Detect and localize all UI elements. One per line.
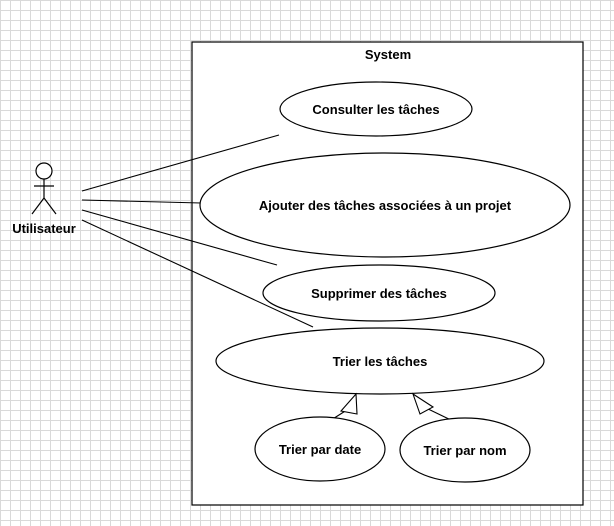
generalization-nom-arrowhead	[411, 392, 435, 415]
use-case-supprimer[interactable]: Supprimer des tâches	[262, 264, 496, 322]
use-case-trier-ellipse[interactable]	[215, 327, 545, 395]
use-case-ajouter-ellipse[interactable]	[199, 152, 571, 258]
actor-right-leg	[43, 197, 57, 215]
use-case-consulter-ellipse[interactable]	[279, 81, 473, 137]
association-supprimer[interactable]	[81, 209, 278, 266]
use-case-trier-nom[interactable]: Trier par nom	[399, 417, 531, 483]
use-case-consulter[interactable]: Consulter les tâches	[279, 81, 473, 137]
use-case-ajouter[interactable]: Ajouter des tâches associées à un projet	[199, 152, 571, 258]
actor-head	[35, 162, 53, 180]
actor-left-leg	[31, 197, 45, 215]
use-case-consulter-label: Consulter les tâches	[312, 102, 439, 117]
use-case-ajouter-label: Ajouter des tâches associées à un projet	[259, 198, 512, 213]
use-case-trier[interactable]: Trier les tâches	[215, 327, 545, 395]
association-consulter[interactable]	[81, 134, 280, 192]
association-ajouter[interactable]	[81, 199, 202, 204]
use-case-trier-date-ellipse[interactable]	[254, 416, 386, 482]
use-case-trier-date[interactable]: Trier par date	[254, 416, 386, 482]
use-case-supprimer-ellipse[interactable]	[262, 264, 496, 322]
use-case-trier-nom-ellipse[interactable]	[399, 417, 531, 483]
system-title: System	[365, 47, 411, 62]
use-case-trier-nom-label: Trier par nom	[423, 443, 506, 458]
generalization-date-arrowhead	[339, 392, 358, 415]
association-trier[interactable]	[81, 219, 314, 328]
associations	[81, 134, 314, 328]
use-case-trier-date-label: Trier par date	[279, 442, 361, 457]
actor-utilisateur[interactable]	[31, 162, 57, 215]
use-case-supprimer-label: Supprimer des tâches	[311, 286, 447, 301]
actor-label: Utilisateur	[12, 221, 76, 236]
use-case-trier-label: Trier les tâches	[333, 354, 428, 369]
